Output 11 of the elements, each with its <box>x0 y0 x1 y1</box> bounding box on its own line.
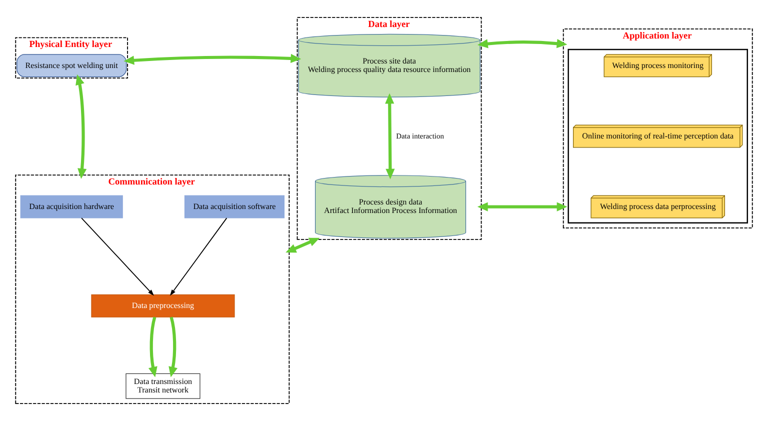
arrow <box>477 39 568 48</box>
arrow <box>124 54 302 65</box>
arrow <box>170 218 228 296</box>
arrow <box>286 238 320 253</box>
arrow <box>76 74 87 179</box>
arrow <box>81 218 154 296</box>
arrow <box>148 316 158 378</box>
arrow <box>477 202 568 212</box>
cluster <box>568 48 748 224</box>
arrow <box>168 316 178 378</box>
arrow <box>385 93 395 180</box>
